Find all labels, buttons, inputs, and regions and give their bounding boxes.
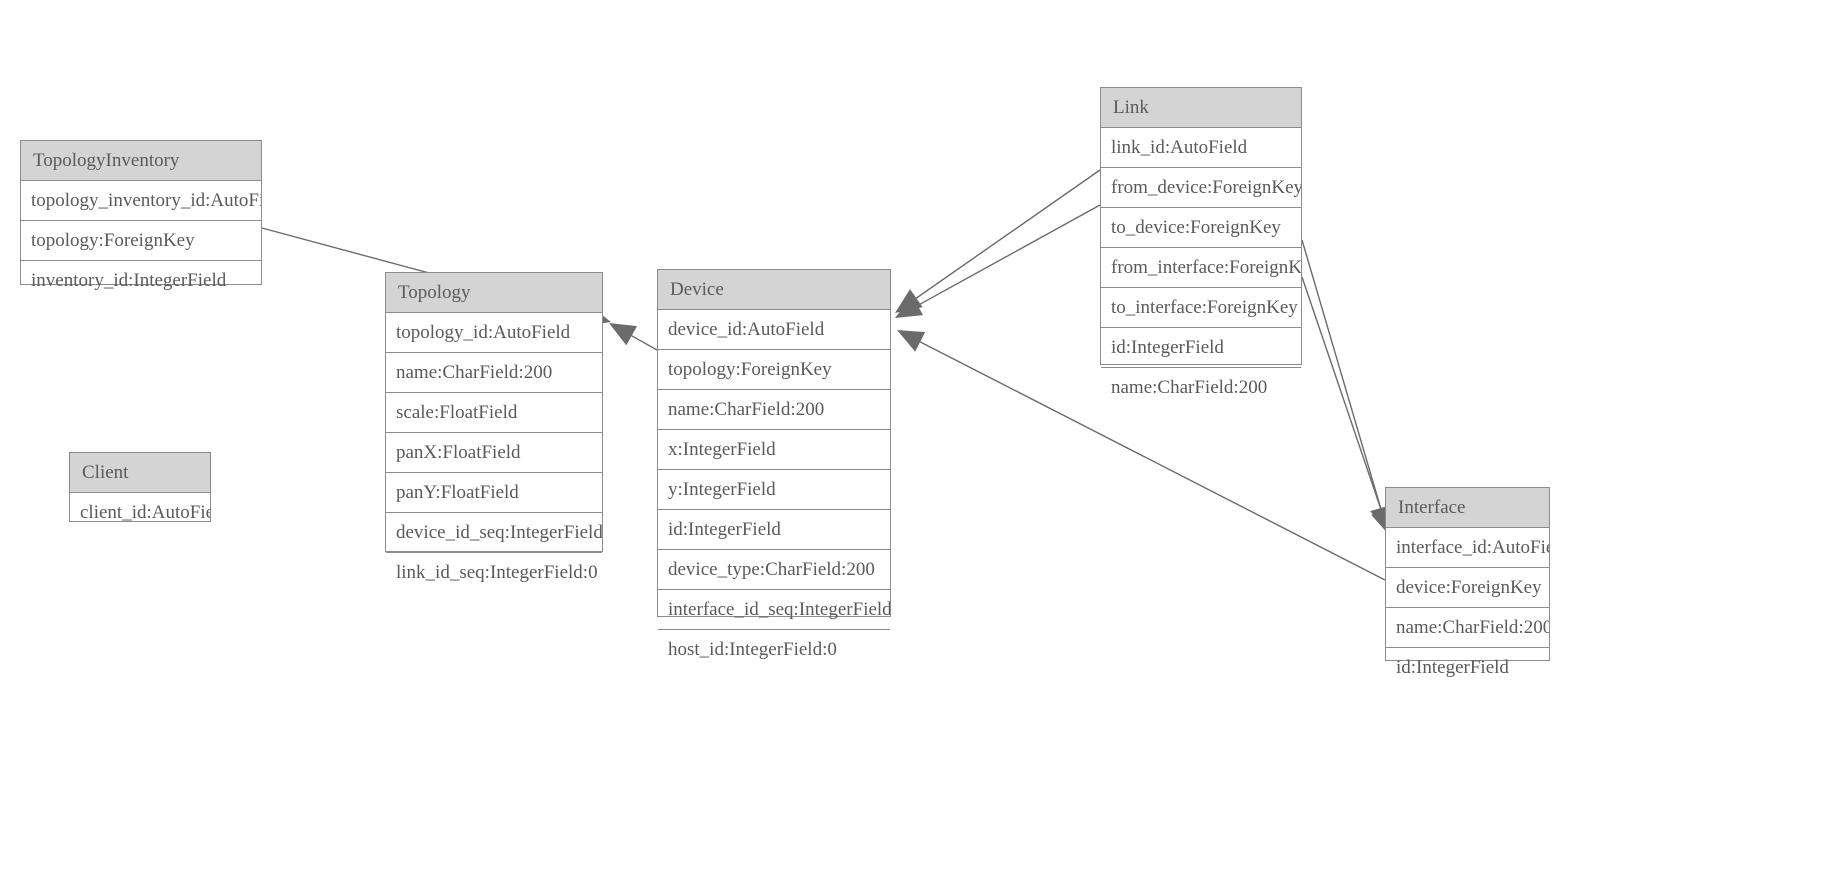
relationship-line-link-to_interface [1301, 276, 1383, 512]
entity-fields-topology_inventory: topology_inventory_id:AutoFieldtopology:… [21, 181, 261, 301]
entity-field[interactable]: device_id:AutoField [658, 310, 890, 350]
entity-field[interactable]: topology_inventory_id:AutoField [21, 181, 261, 221]
relationship-arrowhead-interface-device [897, 330, 926, 352]
entity-field[interactable]: to_interface:ForeignKey [1101, 288, 1301, 328]
entity-title-link: Link [1101, 88, 1301, 128]
relationship-line-link-from_interface [1301, 239, 1382, 509]
entity-field[interactable]: interface_id_seq:IntegerField:0 [658, 590, 890, 630]
entity-title-topology_inventory: TopologyInventory [21, 141, 261, 181]
entity-title-device: Device [658, 270, 890, 310]
entity-fields-client: client_id:AutoField [70, 493, 210, 533]
relationship-arrowhead-link-to_device [895, 295, 924, 318]
entity-field[interactable]: name:CharField:200 [1386, 608, 1549, 648]
entity-title-topology: Topology [386, 273, 602, 313]
entity-field[interactable]: to_device:ForeignKey [1101, 208, 1301, 248]
entity-field[interactable]: topology:ForeignKey [21, 221, 261, 261]
entity-field[interactable]: host_id:IntegerField:0 [668, 639, 837, 660]
relationship-line-link-from_device [915, 169, 1101, 299]
entity-field[interactable]: device:ForeignKey [1386, 568, 1549, 608]
entity-field[interactable]: from_device:ForeignKey [1101, 168, 1301, 208]
entity-field[interactable]: scale:FloatField [386, 393, 602, 433]
entity-field[interactable]: x:IntegerField [658, 430, 890, 470]
entity-field[interactable]: y:IntegerField [658, 470, 890, 510]
entity-field[interactable]: id:IntegerField [1396, 657, 1509, 678]
entity-client[interactable]: Client client_id:AutoField [69, 452, 211, 523]
entity-title-interface: Interface [1386, 488, 1549, 528]
entity-field[interactable]: link_id:AutoField [1101, 128, 1301, 168]
entity-field[interactable]: device_type:CharField:200 [658, 550, 890, 590]
entity-interface[interactable]: Interfaceinterface_id:AutoFielddevice:Fo… [1385, 487, 1550, 678]
relationship-arrowhead-device-topology [609, 323, 638, 346]
relationship-line-device-topology [631, 335, 658, 351]
entity-field[interactable]: inventory_id:IntegerField [31, 270, 227, 291]
relationship-arrowhead-link-from_device [895, 289, 923, 313]
entity-field[interactable]: client_id:AutoField [80, 502, 210, 523]
relationship-line-link-to_device [917, 204, 1101, 307]
entity-field[interactable]: link_id_seq:IntegerField:0 [396, 562, 598, 583]
entity-field[interactable]: interface_id:AutoField [1386, 528, 1549, 568]
entity-field[interactable]: name:CharField:200 [1111, 377, 1268, 398]
entity-field[interactable]: id:IntegerField [1101, 328, 1301, 368]
entity-field[interactable]: from_interface:ForeignKey [1101, 248, 1301, 288]
entity-field[interactable]: topology_id:AutoField [386, 313, 602, 353]
entity-field[interactable]: name:CharField:200 [386, 353, 602, 393]
entity-field[interactable]: panX:FloatField [386, 433, 602, 473]
entity-field[interactable]: name:CharField:200 [658, 390, 890, 430]
entity-title-client: Client [70, 453, 210, 493]
entity-field[interactable]: device_id_seq:IntegerField:0 [386, 513, 602, 553]
entity-field[interactable]: topology:ForeignKey [658, 350, 890, 390]
entity-fields-interface: interface_id:AutoFielddevice:ForeignKeyn… [1386, 528, 1549, 688]
entity-field[interactable]: panY:FloatField [386, 473, 602, 513]
entity-field[interactable]: id:IntegerField [658, 510, 890, 550]
